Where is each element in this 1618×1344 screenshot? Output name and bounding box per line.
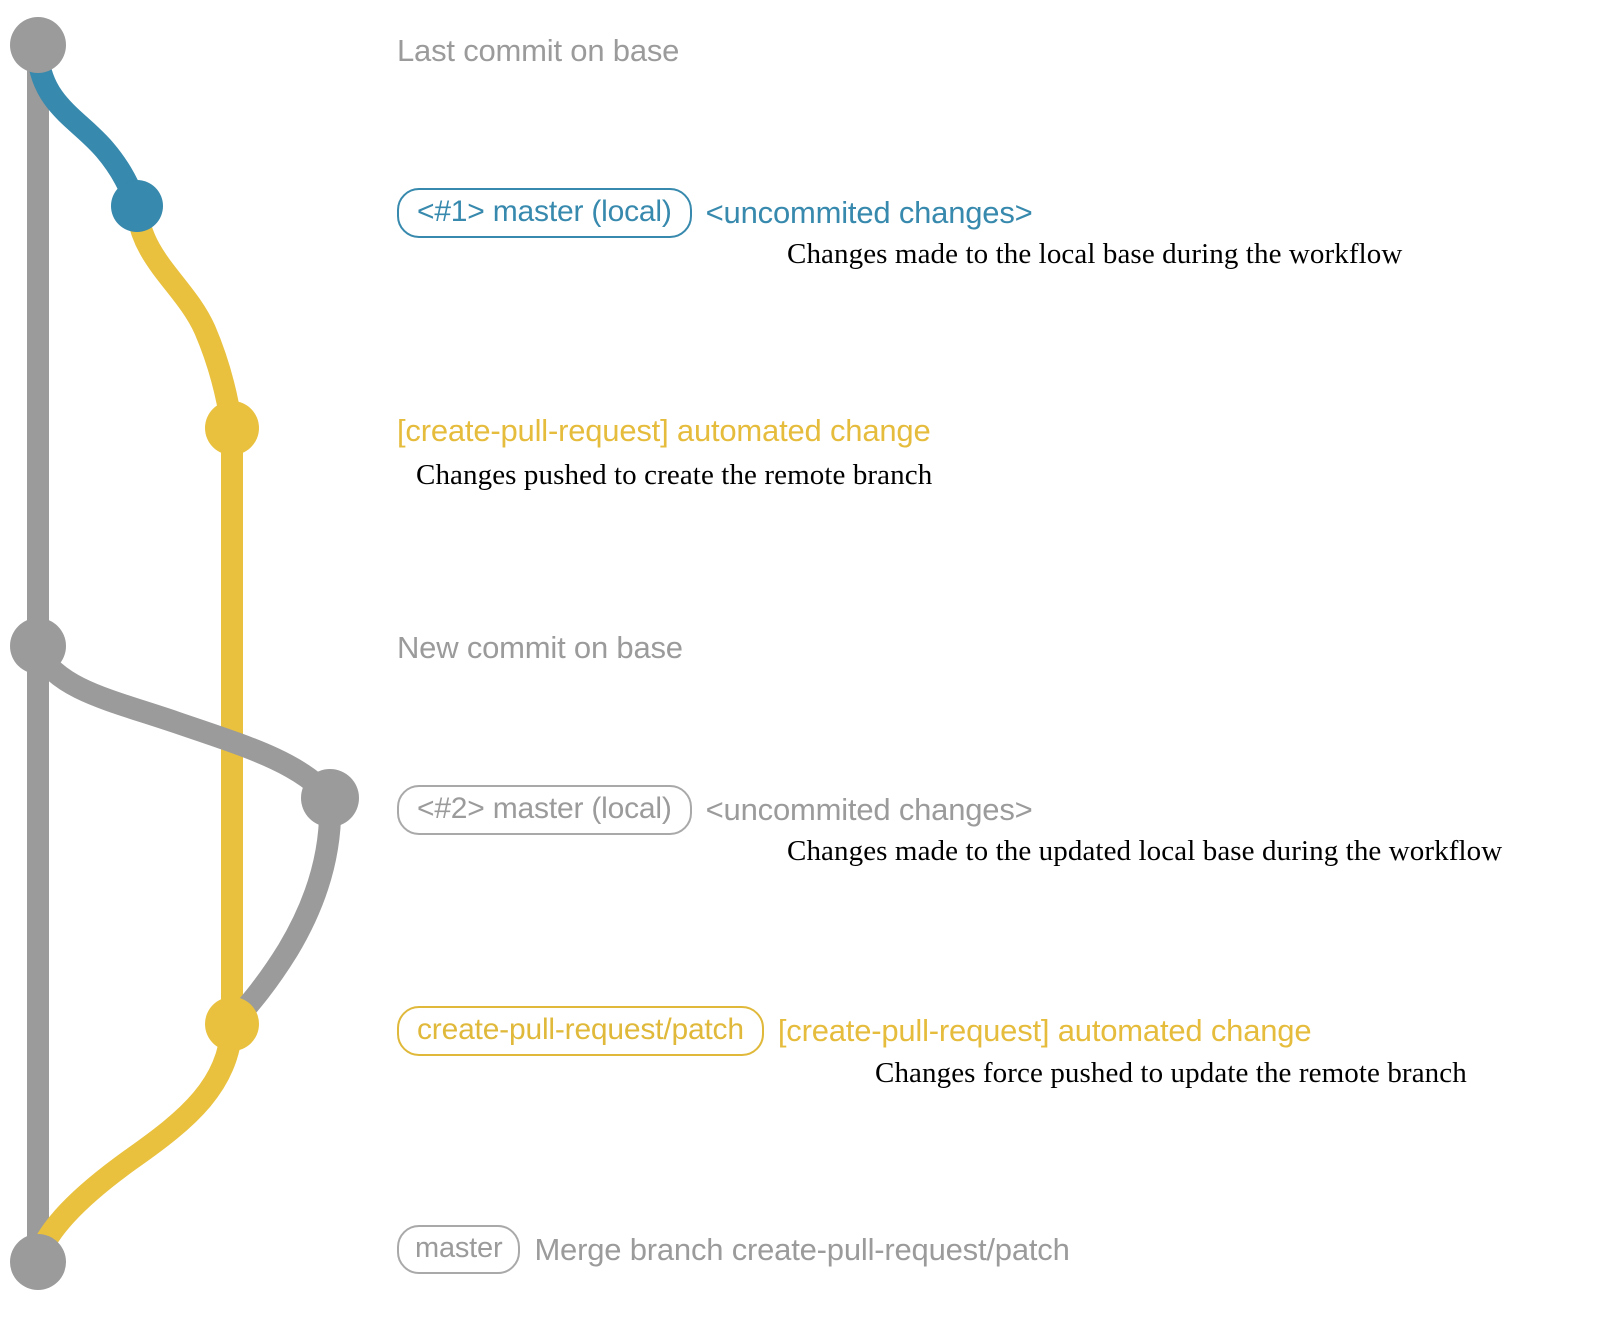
git-graph (10, 17, 359, 1290)
commit-node-local-2[interactable] (301, 769, 359, 827)
row-local-1: <#1> master (local) <uncommited changes> (397, 188, 1033, 238)
row-merge: master Merge branch create-pull-request/… (397, 1225, 1070, 1274)
commit-node-patch-1[interactable] (205, 401, 259, 455)
branch-patch2-to-merge (27, 1015, 243, 1269)
branch-basemid-to-local2 (27, 641, 341, 809)
commit-headline: Last commit on base (397, 33, 680, 68)
commit-node-base-top[interactable] (10, 17, 66, 73)
commit-node-patch-2[interactable] (205, 997, 259, 1051)
commit-node-base-bottom[interactable] (10, 1234, 66, 1290)
description-local-2: Changes made to the updated local base d… (787, 835, 1503, 867)
description-automated-change-2: Changes force pushed to update the remot… (875, 1057, 1467, 1089)
row-last-commit-on-base: Last commit on base (397, 33, 679, 69)
commit-headline: <uncommited changes> (705, 195, 1033, 230)
row-automated-change-1: [create-pull-request] automated change (397, 413, 931, 449)
commit-headline: [create-pull-request] automated change (397, 413, 931, 448)
row-automated-change-2: create-pull-request/patch [create-pull-r… (397, 1006, 1312, 1056)
branch-local2-to-patch2 (221, 789, 342, 1035)
branch-badge-master[interactable]: master (397, 1225, 521, 1274)
row-local-2: <#2> master (local) <uncommited changes> (397, 785, 1033, 835)
description-local-1: Changes made to the local base during th… (787, 238, 1403, 270)
commit-headline: Merge branch create-pull-request/patch (534, 1231, 1070, 1267)
commit-headline: <uncommited changes> (705, 792, 1033, 827)
commit-headline: New commit on base (397, 630, 683, 665)
commit-headline: [create-pull-request] automated change (777, 1013, 1312, 1048)
branch-badge-master-local-1[interactable]: <#1> master (local) (397, 188, 692, 238)
branch-badge-create-pull-request-patch[interactable]: create-pull-request/patch (397, 1006, 764, 1056)
description-automated-change-1: Changes pushed to create the remote bran… (416, 459, 933, 491)
branch-badge-master-local-2[interactable]: <#2> master (local) (397, 785, 692, 835)
commit-node-local-1[interactable] (111, 180, 163, 232)
row-new-commit-on-base: New commit on base (397, 630, 683, 666)
commit-node-base-mid[interactable] (10, 618, 66, 674)
branch-local1-to-patch1 (126, 197, 243, 439)
branch-base-to-local1 (27, 44, 148, 217)
